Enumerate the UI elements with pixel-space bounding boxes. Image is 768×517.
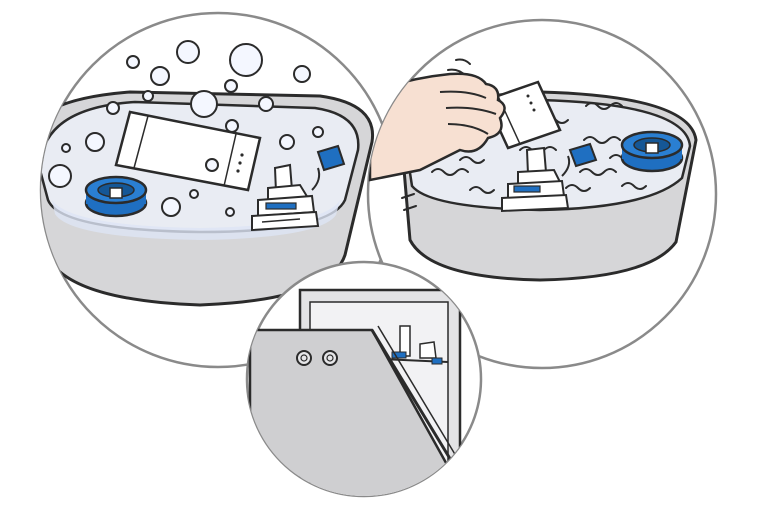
panel-dry-in-cabinet bbox=[245, 260, 483, 498]
toolkit-icon bbox=[251, 144, 346, 232]
card-icon bbox=[114, 110, 262, 192]
hand-icon bbox=[368, 72, 562, 182]
wave-icon bbox=[431, 102, 647, 194]
bubble-icon bbox=[48, 40, 324, 217]
blue-tab bbox=[316, 144, 346, 172]
knob-icon bbox=[296, 350, 338, 366]
cabinet-toolkit bbox=[419, 341, 437, 359]
panel-agitate-water bbox=[366, 18, 718, 370]
cabinet-blue-part bbox=[391, 351, 407, 359]
toolkit-icon-right bbox=[501, 142, 598, 213]
cup-icon-right bbox=[620, 130, 684, 173]
cup-icon bbox=[84, 175, 148, 218]
